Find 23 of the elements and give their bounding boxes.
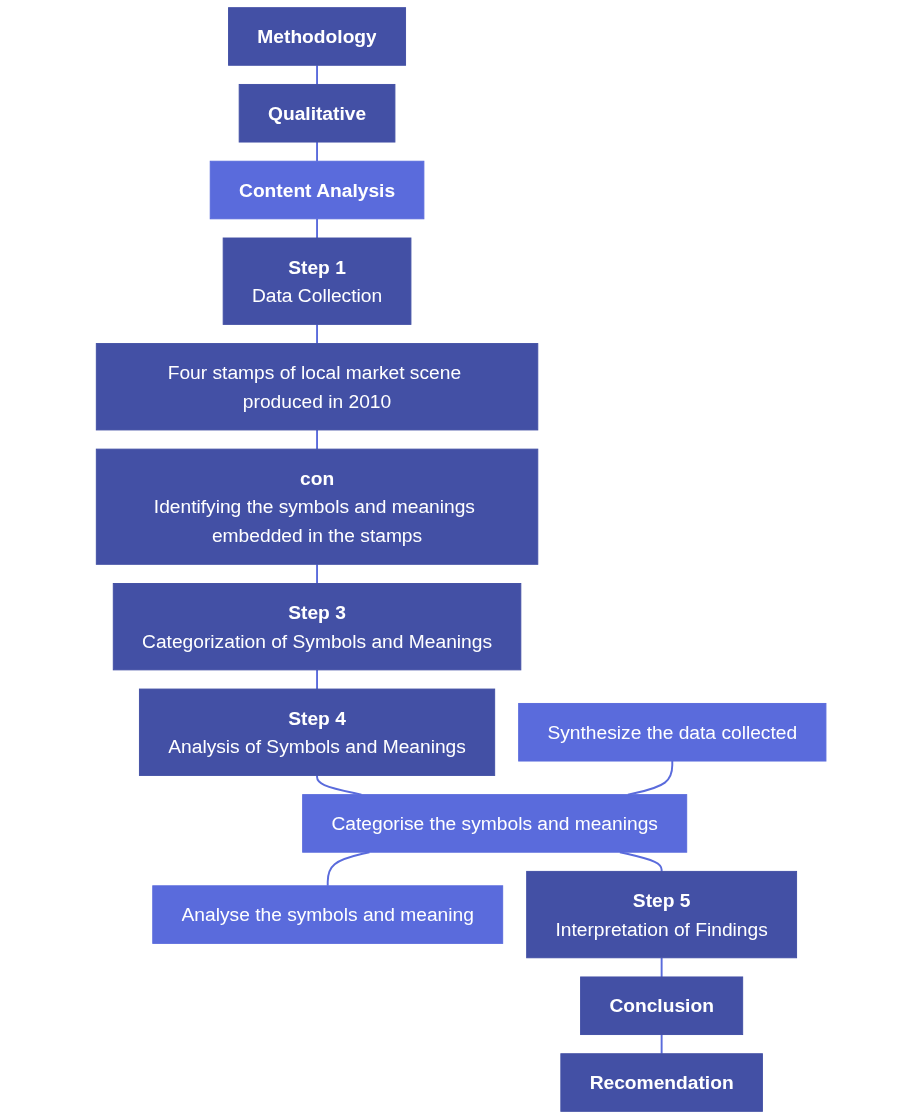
node-box: Methodology (227, 7, 406, 66)
node-box: Step 4 Analysis of Symbols and Meanings (138, 688, 496, 776)
connector (660, 956, 663, 978)
node-box: Conclusion (580, 976, 744, 1036)
node-box: Recomendation (560, 1053, 763, 1112)
node-box: Four stamps of local market scene produced in 2010 (95, 343, 539, 431)
node-box: Content Analysis (209, 160, 425, 220)
connector (315, 141, 318, 163)
connector (315, 563, 318, 585)
connector (315, 64, 318, 86)
connector (315, 429, 318, 451)
node-box: Categorise the symbols and meanings (302, 794, 688, 853)
node-box: Qualitative (238, 83, 396, 143)
connector (660, 1033, 663, 1055)
connector (315, 217, 318, 239)
node-box: Step 5 Interpretation of Findings (526, 870, 797, 959)
node-box: Step 1 Data Collection (222, 237, 412, 325)
connector (315, 323, 318, 345)
node-box: Step 3 Categorization of Symbols and Meanings (112, 583, 522, 671)
connector (315, 668, 318, 690)
node-box: con Identifying the symbols and meanings embedded in the stamps (95, 448, 539, 565)
node-box: Synthesize the data collected (518, 702, 827, 762)
node-box: Analyse the symbols and meaning (152, 885, 504, 944)
